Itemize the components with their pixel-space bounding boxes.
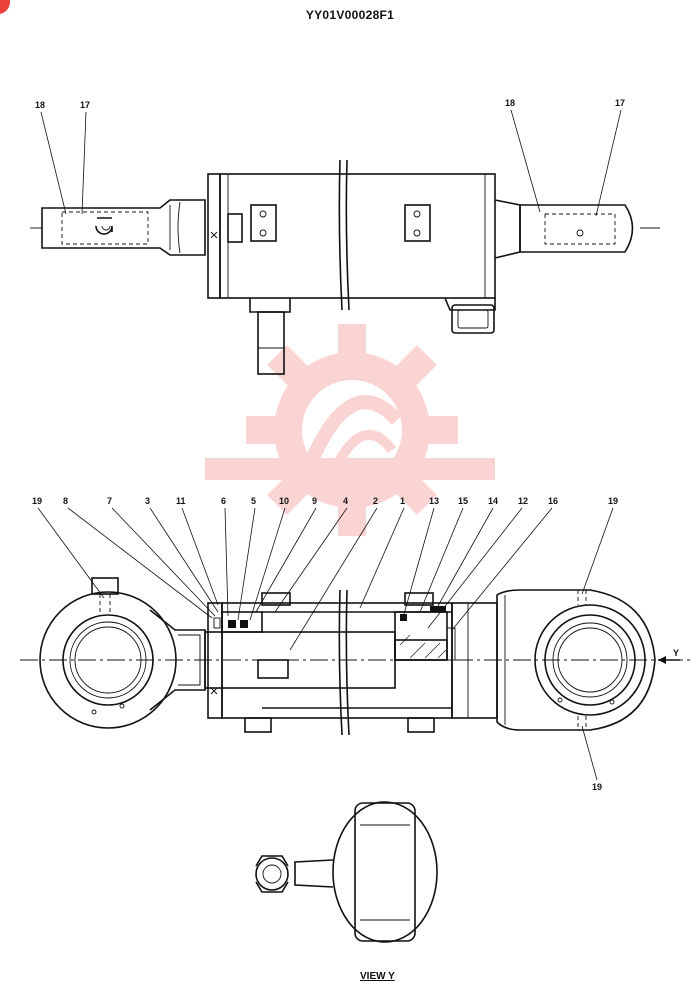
callout-14: 14	[488, 496, 498, 506]
callout-16: 16	[548, 496, 558, 506]
top-view	[30, 159, 660, 375]
section-callouts: 19 8 7 3 11 6 5 10 9 4 2 1 13 15 14 12 1…	[32, 496, 618, 792]
top-view-callouts: 18 17 18 17	[35, 98, 625, 217]
drawing-reference: YY01V00028F1	[305, 8, 395, 22]
callout-10: 10	[279, 496, 289, 506]
callout-8: 8	[63, 496, 68, 506]
gear-watermark-icon	[205, 324, 495, 536]
callout-17-right: 17	[615, 98, 625, 108]
view-arrow-label: Y	[673, 648, 679, 658]
callout-2: 2	[373, 496, 378, 506]
callout-12: 12	[518, 496, 528, 506]
callout-17-left: 17	[80, 100, 90, 110]
callout-7: 7	[107, 496, 112, 506]
callout-1: 1	[400, 496, 405, 506]
callout-11: 11	[176, 496, 186, 506]
view-y-label: VIEW Y	[360, 971, 395, 982]
callout-13: 13	[429, 496, 439, 506]
corner-marker-icon	[0, 0, 10, 14]
callout-18-left: 18	[35, 100, 45, 110]
callout-18-right: 18	[505, 98, 515, 108]
callout-9: 9	[312, 496, 317, 506]
section-view	[20, 577, 690, 736]
callout-6: 6	[221, 496, 226, 506]
callout-15: 15	[458, 496, 468, 506]
callout-19-bottom: 19	[592, 782, 602, 792]
view-y	[255, 801, 438, 943]
callout-4: 4	[343, 496, 348, 506]
callout-19-right: 19	[608, 496, 618, 506]
callout-19-left: 19	[32, 496, 42, 506]
callout-5: 5	[251, 496, 256, 506]
callout-3: 3	[145, 496, 150, 506]
